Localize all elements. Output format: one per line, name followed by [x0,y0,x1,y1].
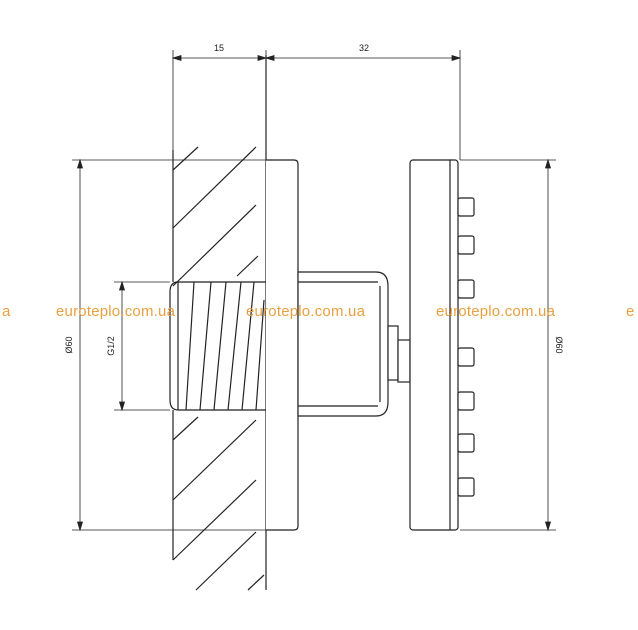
wall-hatch [172,479,257,561]
threaded-pipe [169,281,266,411]
arrow-head [118,280,126,291]
wall-hatch [172,146,257,229]
diameter-left-label: Ø60 [64,336,74,353]
dimension-lines [72,50,556,532]
nozzle [457,235,475,255]
watermark-partial-left: а [2,303,11,320]
thread-line [241,281,255,411]
diameter-right-label: Ø60 [554,336,564,353]
dimension-labels: 15 32 Ø60 G1/2 Ø60 [64,43,564,356]
plate-body [297,271,389,417]
arrow-head [118,401,126,412]
thread-line [213,281,227,411]
wall-depth-label: 15 [214,43,224,53]
arrow-head [544,521,552,532]
wall-hatch [195,531,257,591]
nozzle [457,347,475,367]
watermark-3: euroteplo.com.ua [436,303,556,320]
arrow-head [257,54,268,62]
thread-outline [169,281,266,411]
arrow-head [76,521,84,532]
shower-head-body [409,159,459,531]
wall-hatch [172,416,199,441]
nozzle [457,391,475,411]
shower-head [409,159,475,531]
thread-line [255,299,265,411]
arrow-head [544,158,552,169]
nozzle [457,279,475,299]
projection-label: 32 [359,43,369,53]
watermark-1: euroteplo.com.ua [56,303,176,320]
mounting-plate [266,159,389,531]
arrow-head [171,54,182,62]
thread-line [199,281,212,411]
connector-neck [397,339,411,383]
arrow-head [264,54,275,62]
wall-hatch [172,204,257,287]
thread-line [185,281,195,411]
wall-hatch [172,419,257,501]
thread-line [227,281,242,411]
plate-outline [266,159,299,531]
thread-label: G1/2 [106,336,116,356]
nozzle [457,477,475,497]
watermark-2: euroteplo.com.ua [246,303,366,320]
arrow-head [451,54,462,62]
nozzle [457,197,475,217]
wall-hatch [172,146,199,171]
watermark-partial-right: e [626,303,635,320]
nozzle [457,433,475,453]
connector-stem [387,325,399,381]
wall-hatch [247,574,265,591]
wall-section [172,55,267,591]
arrow-head [76,158,84,169]
wall-hatch [236,255,259,277]
nozzle-connector [387,325,411,383]
